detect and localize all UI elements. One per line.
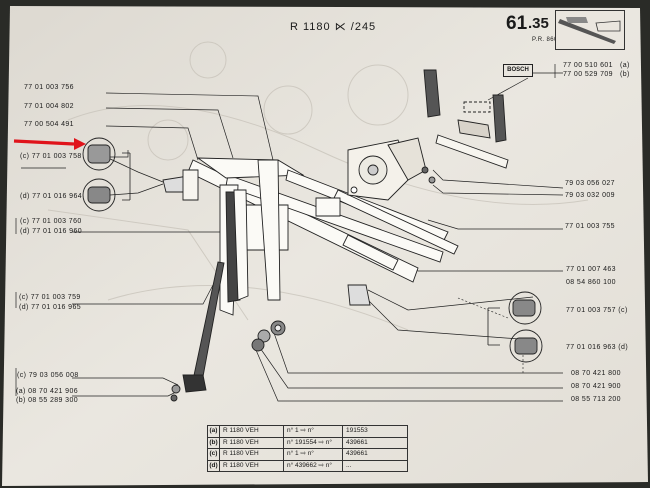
linkage-assembly: [187, 157, 459, 316]
callout-part-number: (b) 08 55 289 300: [16, 397, 79, 404]
brand-box: BOSCH: [503, 64, 533, 77]
row-code: (a): [208, 426, 220, 437]
revision-label: P.R. 860: [532, 37, 558, 43]
row-from: n° 191554 ⇨ n°: [284, 437, 343, 448]
row-model: R 1180 VEH: [220, 449, 284, 460]
red-arrow-marker: [13, 138, 86, 150]
callout-part-number: (d) 77 01 016 965: [19, 304, 82, 311]
callout-part-number: 08 54 860 100: [566, 279, 616, 286]
page-section: .35: [528, 15, 549, 32]
row-from: n° 1 ⇨ n°: [284, 426, 343, 437]
callout-part-number: (c) 77 01 003 760: [20, 218, 82, 225]
callout-part-number: (a) 08 70 421 906: [16, 388, 79, 395]
bracket-left: [122, 152, 131, 201]
row-code: (b): [208, 437, 220, 448]
row-model: R 1180 VEH: [220, 460, 284, 471]
row-model: R 1180 VEH: [220, 437, 284, 448]
callout-part-number: 79 03 032 009: [565, 192, 615, 199]
wiper-motor: [347, 137, 427, 201]
callout-part-number: 77 01 004 802: [24, 103, 74, 110]
row-to: 439661: [343, 449, 408, 460]
row-model: R 1180 VEH: [220, 426, 284, 437]
callout-part-number: (d) 77 01 016 964: [20, 193, 83, 200]
washers: [170, 166, 436, 402]
table-row: (d) R 1180 VEH n° 439662 ⇨ n° ...: [208, 460, 408, 472]
wiper-assembly-small: [423, 69, 509, 169]
callout-part-number: 08 70 421 900: [571, 383, 621, 390]
applicability-table: (a) R 1180 VEH n° 1 ⇨ n° 191553 (b) R 11…: [207, 425, 408, 472]
row-code: (c): [208, 449, 220, 460]
callout-part-number: 08 70 421 800: [571, 370, 621, 377]
callout-part-number: 77 01 003 756: [24, 84, 74, 91]
callout-part-number: 77 01 007 463: [566, 266, 616, 273]
callout-part-number-highlighted: (c) 77 01 003 758: [20, 153, 82, 160]
callout-part-number: 77 01 003 757 (c): [566, 307, 628, 314]
model-reference: R 1180 ⋉ /245: [290, 21, 377, 33]
left-spindle: [162, 169, 199, 201]
bracket-right: [487, 307, 500, 346]
leader-lines: [72, 72, 564, 402]
callout-part-number: (c) 77 01 003 759: [19, 294, 81, 301]
wiper-thumbnail-icon: [555, 10, 625, 50]
page-number: 61: [506, 13, 528, 34]
callout-part-number: 77 00 529 709: [563, 71, 613, 78]
group-brackets: [15, 64, 556, 396]
table-row: (b) R 1180 VEH n° 191554 ⇨ n° 439661: [208, 437, 408, 449]
callout-part-number: (d) 77 01 016 960: [20, 228, 83, 235]
dashed-connectors: [457, 297, 524, 373]
row-to: 439661: [343, 437, 408, 448]
callout-part-number: 79 03 056 027: [565, 180, 615, 187]
callout-part-number: 08 55 713 200: [571, 396, 621, 403]
callout-suffix: (b): [620, 71, 630, 78]
paper-sheet: [2, 6, 648, 486]
row-code: (d): [208, 460, 220, 471]
callout-part-number: 77 00 510 601: [563, 62, 613, 69]
pivot-bushings: [82, 137, 543, 363]
row-to: ...: [343, 460, 408, 471]
callout-suffix: (a): [620, 62, 630, 69]
callout-part-number: (c) 79 03 056 008: [17, 372, 79, 379]
row-from: n° 439662 ⇨ n°: [284, 460, 343, 471]
row-to: 191553: [343, 426, 408, 437]
table-row: (c) R 1180 VEH n° 1 ⇨ n° 439661: [208, 449, 408, 461]
wiper-arm: [182, 189, 249, 393]
callout-part-number: 77 01 016 963 (d): [566, 344, 629, 351]
table-row: (a) R 1180 VEH n° 1 ⇨ n° 191553: [208, 426, 408, 438]
row-from: n° 1 ⇨ n°: [284, 449, 343, 460]
callout-part-number: 77 01 003 755: [565, 223, 615, 230]
callout-part-number: 77 00 504 491: [24, 121, 74, 128]
right-spindle: [347, 284, 371, 306]
